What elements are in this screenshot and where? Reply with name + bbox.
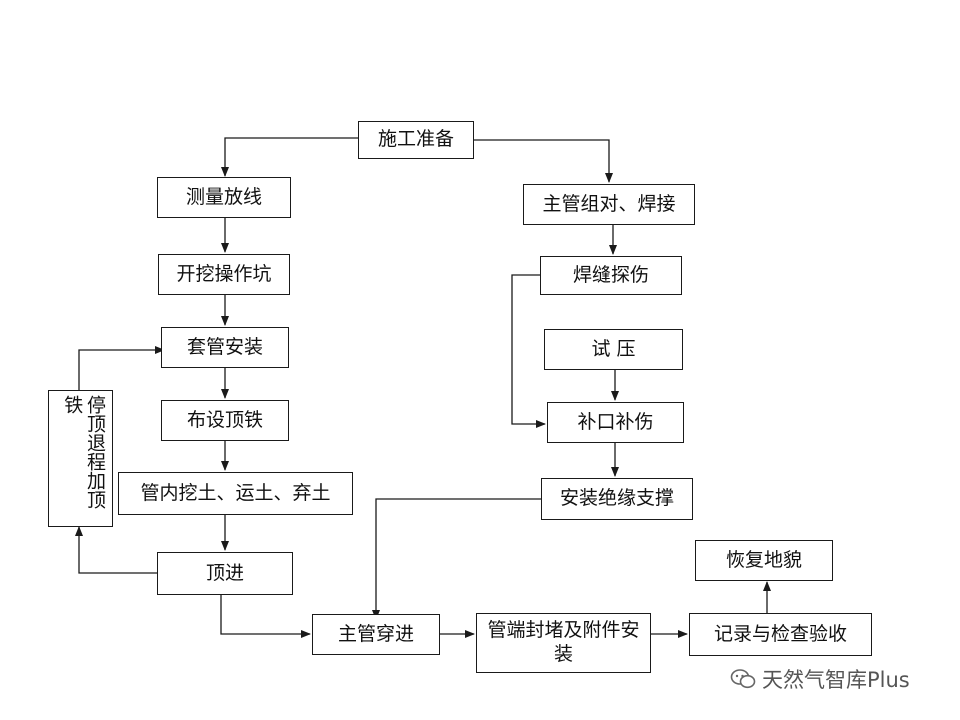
node-weld: 主管组对、焊接 <box>523 184 695 225</box>
node-survey: 测量放线 <box>157 177 291 218</box>
node-casing: 套管安装 <box>161 327 289 368</box>
chat-bubble-icon <box>730 669 756 689</box>
watermark-text: 天然气智库Plus <box>762 668 910 692</box>
node-dig: 管内挖土、运土、弃土 <box>118 472 353 515</box>
watermark: 天然气智库Plus <box>730 664 910 694</box>
node-retract: 停顶退程加顶铁 <box>48 390 113 527</box>
edge-prep-weld <box>473 139 613 183</box>
node-prep: 施工准备 <box>358 121 474 159</box>
node-record: 记录与检查验收 <box>689 613 872 656</box>
edge-insul-thread <box>372 498 541 620</box>
node-pit: 开挖操作坑 <box>158 254 290 295</box>
node-patch: 补口补伤 <box>547 402 684 443</box>
edge-flaw-patch <box>511 274 546 428</box>
node-insul: 安装绝缘支撑 <box>541 478 693 520</box>
edge-prep-survey <box>221 137 358 177</box>
node-seal: 管端封堵及附件安装 <box>476 613 651 673</box>
node-jack: 顶进 <box>157 552 293 595</box>
edge-jack-thread <box>220 594 311 638</box>
node-rail: 布设顶铁 <box>161 400 289 441</box>
node-restore: 恢复地貌 <box>695 540 833 581</box>
edge-retract-casing <box>78 346 165 390</box>
edge-jack-retract <box>75 526 157 574</box>
node-test: 试 压 <box>544 329 683 370</box>
node-thread: 主管穿进 <box>312 614 440 655</box>
node-flaw: 焊缝探伤 <box>540 256 682 295</box>
